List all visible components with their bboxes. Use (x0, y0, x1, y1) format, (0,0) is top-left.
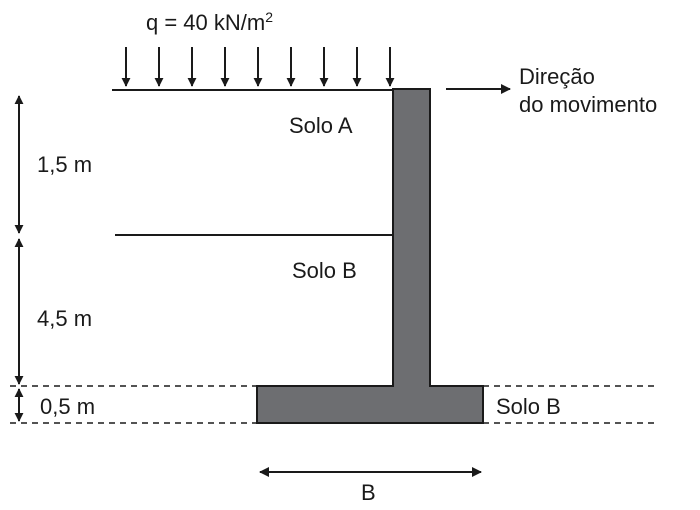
direction-label-line2: do movimento (519, 92, 657, 117)
dimension-label-base: B (361, 480, 376, 505)
load-arrows (121, 47, 395, 87)
dimension-label-h1: 1,5 m (37, 152, 92, 177)
load-label: q = 40 kN/m2 (146, 9, 273, 35)
soil-a-label: Solo A (289, 113, 353, 138)
soil-b-right-label: Solo B (496, 394, 561, 419)
dimension-label-h2: 4,5 m (37, 306, 92, 331)
direction-label-line1: Direção (519, 64, 595, 89)
soil-b-label: Solo B (292, 258, 357, 283)
dimension-label-h3: 0,5 m (40, 394, 95, 419)
retaining-wall (256, 88, 484, 424)
